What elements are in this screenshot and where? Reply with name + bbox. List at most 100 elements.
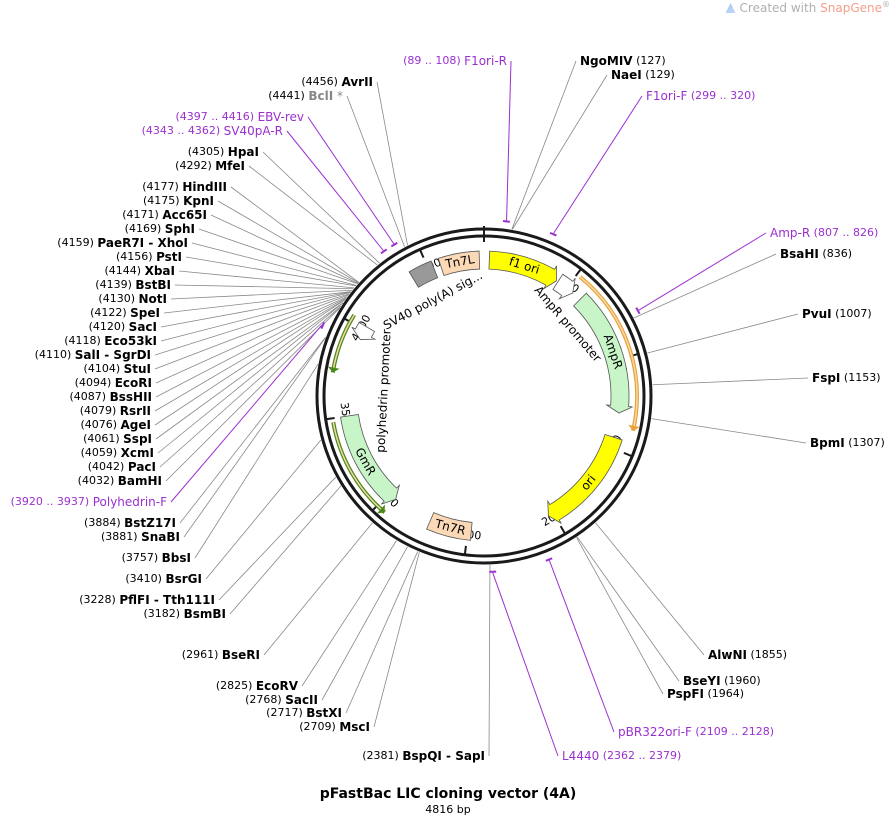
site-name: EcoRV <box>256 679 299 693</box>
site-name: SacI <box>129 320 157 334</box>
primer-leader <box>548 560 615 733</box>
site-hindiii: (4177) HindIII <box>142 180 227 194</box>
site-paci: (4042) PacI <box>88 460 156 474</box>
orf-arc-inner <box>332 422 386 513</box>
backbone: 50010001500200025003000350040004500 <box>315 226 653 565</box>
site-name: BsrGI <box>165 572 202 586</box>
site-avrii: (4456) AvrII <box>301 75 373 89</box>
site-eco53ki: (4118) Eco53kI <box>64 334 157 348</box>
site-bseyi: BseYI (1960) <box>683 674 761 688</box>
site-pos: (3228) <box>79 593 119 606</box>
site-leader <box>154 298 346 412</box>
site-noti: (4130) NotI <box>98 292 167 306</box>
site-name: PaeR7I <box>97 236 144 250</box>
site-leader <box>576 536 680 682</box>
site-bpmi: BpmI (1307) <box>810 436 885 450</box>
site-name: BsmBI <box>184 607 226 621</box>
site-pos: (1153) <box>840 371 880 384</box>
site-bstxi: (2717) BstXI <box>266 706 342 720</box>
site-pos: (4139) <box>95 278 135 291</box>
primer-range: (4397 .. 4416) <box>176 110 258 123</box>
site-name: BspQI <box>402 749 442 763</box>
site-ecorv: (2825) EcoRV <box>216 679 299 693</box>
site-labels: NgoMIV (127)NaeI (129)BsaHI (836)PvuI (1… <box>11 54 885 763</box>
site-pos: (4094) <box>75 376 115 389</box>
site-name: SspI <box>123 432 152 446</box>
site-pos: (4059) <box>81 446 121 459</box>
site-sep: - <box>100 348 113 362</box>
site-ecori: (4094) EcoRI <box>75 376 152 390</box>
site-name: BpmI <box>810 436 845 450</box>
site-pos: (4061) <box>83 432 123 445</box>
snapgene-logo-icon <box>725 3 736 13</box>
site-leader <box>198 228 358 285</box>
site-pos: (4159) <box>57 236 97 249</box>
site-name: AgeI <box>121 418 151 432</box>
orf-arrowhead <box>327 366 340 373</box>
site-leader <box>194 364 319 559</box>
site-pos: (4305) <box>188 145 228 158</box>
site-leader <box>218 476 337 601</box>
site-name: BsaHI <box>780 247 819 261</box>
orf-arrowhead <box>628 424 640 431</box>
site-xcmi: (4059) XcmI <box>81 446 154 460</box>
site-fspi: FspI (1153) <box>812 371 880 385</box>
site-leader <box>170 289 353 300</box>
orf-arrows <box>327 275 640 514</box>
site-leader <box>178 270 355 289</box>
site-pos: (3884) <box>84 516 124 529</box>
watermark: Created with SnapGene® <box>725 0 890 15</box>
site-leader <box>154 293 350 356</box>
site-leader <box>154 294 349 370</box>
site-name: PspFI <box>667 687 704 701</box>
primer-name: SV40pA-R <box>224 124 283 138</box>
site-paer7i: (4159) PaeR7I - XhoI <box>57 236 188 250</box>
primer-leader <box>638 232 767 311</box>
site-leader <box>595 522 705 656</box>
feature-polyhedrin-promoter <box>351 321 377 340</box>
primer-l4440: L4440 (2362 .. 2379) <box>562 749 681 763</box>
site-hpai: (4305) HpaI <box>188 145 259 159</box>
primer-range: (807 .. 826) <box>810 226 878 239</box>
primer-mark <box>390 241 398 248</box>
site-name: FspI <box>812 371 840 385</box>
site-leader <box>511 60 577 230</box>
primer-name: F1ori-F <box>646 89 687 103</box>
site-name: HpaI <box>228 145 259 159</box>
site-pos: (4076) <box>80 418 120 431</box>
site-pflfi: (3228) PflFI - Tth111I <box>79 593 215 607</box>
site-pos: (4110) <box>35 348 75 361</box>
primer-mark <box>545 557 553 562</box>
primer-range: (2362 .. 2379) <box>599 749 681 762</box>
site-leader <box>647 313 799 354</box>
tick-mark <box>623 451 632 457</box>
site-name: SalI <box>75 348 100 362</box>
site-leader <box>345 551 419 714</box>
site-name: MfeI <box>215 159 245 173</box>
site-pos: (4177) <box>142 180 182 193</box>
site-pvui: PvuI (1007) <box>802 307 872 321</box>
site-pos: (1007) <box>832 307 872 320</box>
orf-arrowhead <box>376 504 385 514</box>
feature-ampr-promoter <box>552 273 576 300</box>
site-leader <box>301 540 397 687</box>
site-pos: (836) <box>819 247 852 260</box>
site-name2: SapI <box>455 749 485 763</box>
watermark-brand: SnapGene <box>820 1 882 15</box>
site-bsshii: (4087) BssHII <box>70 390 152 404</box>
site-pos: (3881) <box>101 530 141 543</box>
site-pos: (4441) <box>268 89 308 102</box>
site-pos: (4456) <box>301 75 341 88</box>
site-name: MscI <box>339 720 370 734</box>
site-pos: (3410) <box>125 572 165 585</box>
primer-amp-r: Amp-R (807 .. 826) <box>770 226 878 240</box>
site-stui: (4104) StuI <box>84 362 151 376</box>
site-bstbi: (4139) BstBI <box>95 278 171 292</box>
site-pos: (1964) <box>704 687 744 700</box>
site-bsmbi: (3182) BsmBI <box>144 607 226 621</box>
site-saci: (4120) SacI <box>89 320 157 334</box>
site-leader <box>160 291 351 342</box>
primer-name: EBV-rev <box>258 110 304 124</box>
site-pos: (4156) <box>116 250 156 263</box>
site-name: Eco53kI <box>104 334 157 348</box>
